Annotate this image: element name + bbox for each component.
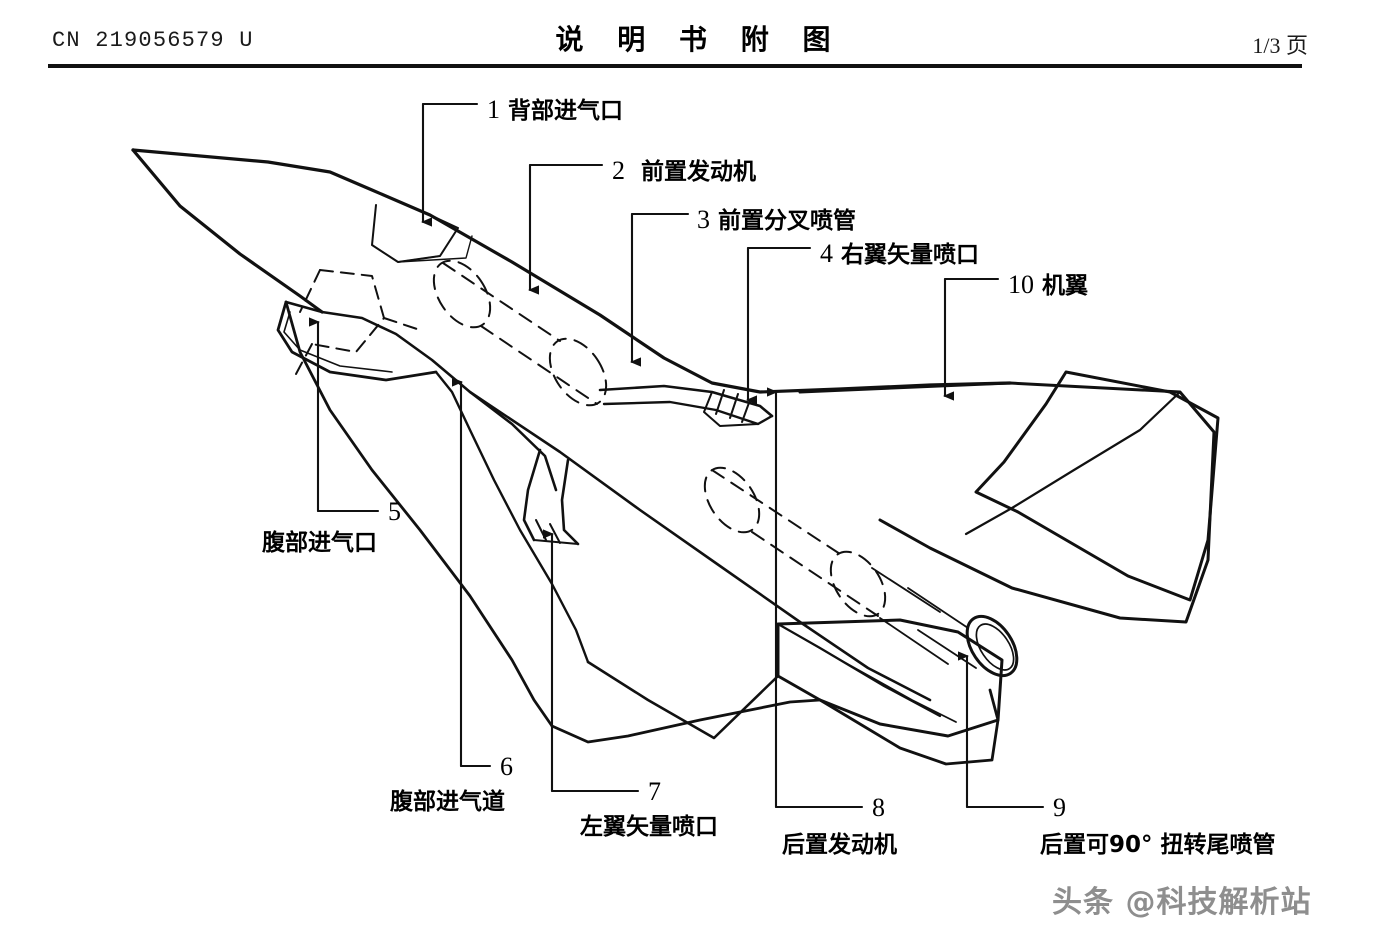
- fuselage-centerline-upper: [468, 390, 932, 702]
- callout-text-10: 机翼: [1042, 273, 1089, 299]
- belly-inlet-lip-inner: [283, 311, 393, 373]
- callout-label-2: 2 前置发动机: [612, 156, 757, 186]
- forward-engine-nacelle: [432, 259, 608, 407]
- nose-lower-edge: [131, 148, 324, 314]
- callout-text-1: 背部进气口: [508, 98, 624, 124]
- right-wing-trailing-fold: [964, 390, 1182, 536]
- callout-label-4: 4 右翼矢量喷口: [820, 239, 980, 269]
- callout-leaders: [309, 102, 1045, 809]
- watermark: 头条 @科技解析站: [1052, 885, 1312, 920]
- header-divider: [48, 64, 1302, 68]
- left-wing-edge-inner: [791, 631, 957, 723]
- callout-number-10: 10: [1008, 270, 1034, 299]
- callout-number-6: 6: [500, 752, 513, 781]
- callout-text-6: 腹部进气道: [390, 789, 505, 815]
- callout-number-2: 2: [612, 156, 625, 185]
- right-vector-nozzle: [703, 389, 759, 427]
- rear-twist-nozzle: [871, 567, 1019, 678]
- callout-text-2: 前置发动机: [641, 159, 757, 185]
- callout-number-7: 7: [648, 777, 661, 806]
- tail-fin: [974, 370, 1220, 602]
- callout-label-10: 10 机翼: [1008, 270, 1089, 300]
- page-title: 说 明 书 附 图: [555, 23, 843, 56]
- dorsal-inlet-inner: [397, 235, 473, 263]
- belly-inlet-hidden-edges: [295, 269, 421, 375]
- right-pylon-lower: [602, 400, 774, 426]
- callout-text-7: 左翼矢量喷口: [580, 814, 718, 840]
- belly-duct-bottom: [550, 698, 822, 744]
- rear-engine-nacelle: [703, 466, 887, 618]
- callout-text-8: 后置发动机: [782, 832, 897, 858]
- aft-fuselage-lower: [586, 660, 780, 740]
- callout-label-1: 1 背部进气口: [487, 95, 624, 125]
- callout-number-1: 1: [487, 95, 500, 124]
- callout-text-3: 前置分叉喷管: [718, 208, 857, 234]
- callout-text-9: 后置可90° 扭转尾喷管: [1040, 832, 1276, 858]
- callout-number-3: 3: [697, 205, 710, 234]
- left-wing: [776, 618, 1004, 738]
- callout-label-3: 3 前置分叉喷管: [697, 205, 857, 235]
- belly-inlet-lip: [276, 300, 438, 382]
- forward-fuselage-side: [320, 310, 558, 492]
- callout-number-5: 5: [388, 497, 401, 526]
- belly-duct-inner-wall: [434, 370, 590, 664]
- callout-number-4: 4: [820, 239, 833, 268]
- belly-inlet-front-edge: [284, 300, 324, 314]
- belly-duct-outline: [284, 300, 554, 728]
- callout-number-8: 8: [872, 793, 885, 822]
- page-header: CN 219056579 U 说 明 书 附 图 1/3 页: [0, 0, 1386, 72]
- patent-number: CN 219056579 U: [52, 28, 254, 53]
- callout-number-9: 9: [1053, 793, 1066, 822]
- right-wing: [798, 381, 1216, 624]
- page-number: 1/3 页: [1252, 33, 1308, 58]
- callout-text-5: 腹部进气口: [262, 530, 377, 556]
- callout-text-4: 右翼矢量喷口: [841, 242, 980, 268]
